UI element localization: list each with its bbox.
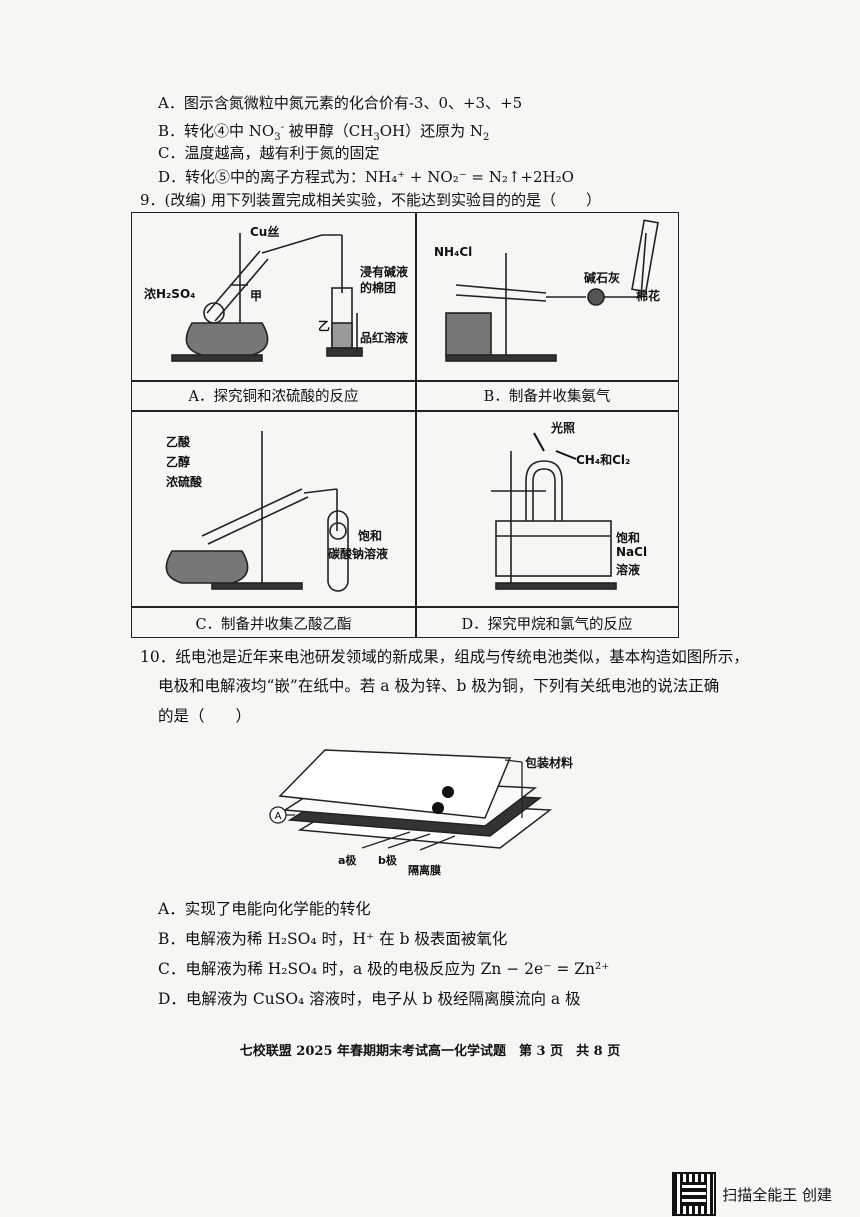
label-yi: 乙 — [318, 319, 331, 333]
paper-battery-figure: A 包装材料 a极 b极 隔离膜 — [260, 740, 580, 880]
page-footer: 七校联盟 2025 年春期期末考试高一化学试题 第 3 页 共 8 页 — [239, 1044, 621, 1059]
q10-option-c: C．电解液为稀 H₂SO₄ 时，a 极的电极反应为 Zn − 2e⁻ = Zn²… — [158, 960, 610, 978]
scanner-watermark: 扫描全能王 创建 — [672, 1172, 832, 1216]
q8-option-d: D．转化⑤中的离子方程式为：NH₄⁺ + NO₂⁻ = N₂↑+2H₂O — [158, 168, 574, 186]
cell-c-caption: C．制备并收集乙酸乙酯 — [195, 617, 352, 633]
label-cotton-alkali: 浸有碱液 — [360, 265, 409, 279]
ammonia-apparatus-icon — [445, 219, 659, 362]
cell-a-caption: A．探究铜和浓硫酸的反应 — [188, 389, 359, 405]
cell-b-figure: NH₄Cl 碱石灰 棉花 — [416, 213, 678, 380]
q10-option-a: A．实现了电能向化学能的转化 — [158, 900, 371, 918]
cell-a-figure: Cu丝 浓H₂SO₄ 甲 浸有碱液 的棉团 乙 品红溶液 — [132, 213, 415, 380]
qr-code-icon — [672, 1172, 717, 1216]
q10-stem-1: 10．纸电池是近年来电池研发领域的新成果，组成与传统电池类似，基本构造如图所示， — [140, 648, 749, 666]
q9-stem: 9．(改编) 用下列装置完成相关实验，不能达到实验目的的是（ ） — [140, 191, 602, 209]
cell-d-caption: D．探究甲烷和氯气的反应 — [461, 617, 633, 633]
label-soda-lime: 碱石灰 — [584, 271, 621, 285]
label-conc-sulfuric: 浓硫酸 — [166, 475, 203, 489]
label-cotton: 棉花 — [636, 289, 661, 303]
q10-stem-3: 的是（ ） — [158, 707, 252, 725]
label-a-electrode: a极 — [338, 854, 357, 867]
label-conc-acid: 浓H₂SO₄ — [144, 287, 196, 301]
label-nh4cl: NH₄Cl — [434, 245, 473, 259]
label-ch4-cl2: CH₄和Cl₂ — [576, 453, 631, 467]
q8-option-a: A．图示含氮微粒中氮元素的化合价有-3、0、+3、+5 — [158, 94, 523, 112]
q10-stem-2: 电极和电解液均“嵌”在纸中。若 a 极为锌、b 极为铜，下列有关纸电池的说法正确 — [158, 677, 720, 695]
copper-acid-apparatus-icon — [171, 233, 363, 362]
label-jia: 甲 — [250, 289, 263, 303]
label-saturated: 饱和 — [358, 529, 383, 543]
paper-battery-icon: A — [269, 749, 553, 851]
cell-b-caption: B．制备并收集氨气 — [483, 389, 611, 405]
q10-option-d: D．电解液为 CuSO₄ 溶液时，电子从 b 极经隔离膜流向 a 极 — [158, 990, 581, 1008]
q9-apparatus-table: Cu丝 浓H₂SO₄ 甲 浸有碱液 的棉团 乙 品红溶液 A．探究铜和浓硫酸的反… — [131, 212, 679, 638]
ethyl-acetate-apparatus-icon — [165, 431, 349, 592]
label-cu-wire: Cu丝 — [250, 225, 280, 239]
label-solution: 溶液 — [616, 563, 641, 577]
label-sodium-carbonate: 碳酸钠溶液 — [328, 547, 389, 561]
cell-c-figure: 乙酸 乙醇 浓硫酸 饱和 碳酸钠溶液 — [132, 411, 415, 606]
watermark-text: 扫描全能王 创建 — [722, 1185, 832, 1204]
ammeter-symbol: A — [275, 811, 282, 822]
label-packaging: 包装材料 — [525, 756, 574, 770]
label-saturated-d: 饱和 — [616, 531, 641, 545]
label-b-electrode: b极 — [378, 854, 397, 867]
q8-option-c: C．温度越高，越有利于氮的固定 — [158, 144, 380, 162]
label-light: 光照 — [551, 421, 576, 435]
q8-option-b: B．转化④中 NO3- 被甲醇（CH3OH）还原为 N2 — [158, 122, 490, 143]
q10-option-b: B．电解液为稀 H₂SO₄ 时，H⁺ 在 b 极表面被氧化 — [158, 930, 508, 948]
label-nacl: NaCl — [616, 545, 648, 559]
label-magenta-solution: 品红溶液 — [360, 331, 409, 345]
label-acetic-acid: 乙酸 — [166, 435, 191, 449]
label-cotton-ball: 的棉团 — [360, 281, 397, 295]
label-membrane: 隔离膜 — [408, 864, 441, 877]
methane-chlorine-apparatus-icon — [491, 432, 617, 590]
cell-d-figure: 光照 CH₄和Cl₂ 饱和 NaCl 溶液 — [416, 411, 678, 606]
label-ethanol: 乙醇 — [166, 455, 191, 469]
